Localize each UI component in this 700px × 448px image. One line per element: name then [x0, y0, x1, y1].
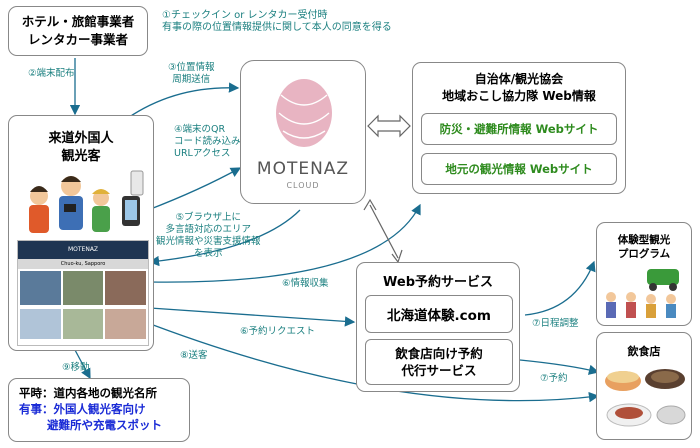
phone-search: Chuo-ku, Sapporo: [18, 259, 148, 269]
destination-emergency-line1: 有事：外国人観光客向け: [19, 402, 146, 416]
municipal-line1: 自治体/観光協会: [474, 72, 564, 86]
phone-tile: [20, 271, 61, 305]
snowmobile-icon: [647, 269, 679, 285]
tourist-illustration: [29, 170, 144, 233]
label-step3: ③位置情報 周期送信: [168, 62, 215, 86]
booking-title: Web予約サービス: [383, 275, 493, 290]
arrow-step5: [148, 209, 301, 267]
municipal-web-box: 自治体/観光協会 地域おこし協力隊 Web情報 防災・避難所情報 Webサイト …: [412, 62, 626, 194]
restaurant-title: 飲食店: [627, 345, 661, 358]
motenaz-logo-icon: [276, 79, 332, 147]
phone-tile: [62, 271, 104, 305]
arrow-step7a: [524, 260, 596, 316]
label-step4-line1: ④端末のQR: [174, 124, 226, 135]
label-step5: ⑤ブラウザ上に 多言語対応のエリア 観光情報や災害支援情報 を表示: [156, 212, 261, 260]
restaurant-box: 飲食店: [596, 332, 692, 440]
label-step8: ⑧送客: [180, 350, 208, 361]
phone-screen: MOTENAZ Chuo-ku, Sapporo: [17, 240, 149, 346]
label-step2: ②端末配布: [28, 68, 75, 79]
hotel-line2: レンタカー事業者: [27, 32, 128, 47]
tourism-site-box: 地元の観光情報 Webサイト: [421, 153, 617, 185]
note-step1: ①チェックイン or レンタカー受付時 有事の際の位置情報提供に関して本人の同意…: [162, 10, 392, 34]
label-step5-line1: ⑤ブラウザ上に: [175, 212, 242, 223]
label-step9: ⑨移動: [62, 362, 90, 373]
destination-box: 平時：道内各地の観光名所 有事：外国人観光客向け 避難所や充電スポット: [8, 378, 190, 442]
web-booking-box: Web予約サービス 北海道体験.com 飲食店向け予約 代行サービス: [356, 262, 520, 392]
label-step3-line2: 周期送信: [172, 74, 211, 85]
phone-tile: [20, 309, 61, 339]
tourist-line2: 観光客: [61, 149, 101, 164]
motenaz-cloud-box: MOTENAZ CLOUD: [240, 60, 366, 204]
phone-tile: [105, 271, 147, 305]
label-step5-line3: 観光情報や災害支援情報: [156, 236, 261, 247]
destination-normal: 平時：道内各地の観光名所: [19, 386, 157, 400]
phone-header-text: MOTENAZ: [67, 246, 99, 253]
phone-tile: [105, 309, 147, 339]
label-step4: ④端末のQR コード読み込み URLアクセス: [174, 124, 241, 160]
arrow-step6a: [149, 203, 421, 283]
hotel-operator-box: ホテル・旅館事業者 レンタカー事業者: [8, 6, 148, 56]
motenaz-name: MOTENAZ: [256, 159, 350, 179]
label-step6a: ⑥情報収集: [282, 278, 329, 289]
experience-title: 体験型観光 プログラム: [597, 233, 691, 261]
arrow-step4: [147, 167, 242, 211]
tourist-line1: 来道外国人: [48, 131, 114, 146]
note-step1-line2: 有事の際の位置情報提供に関して本人の同意を得る: [162, 22, 392, 33]
hokkaido-taiken-box: 北海道体験.com: [365, 295, 513, 333]
phone-search-text: Chuo-ku, Sapporo: [60, 261, 106, 267]
phone-tiles: [18, 269, 148, 307]
disaster-site-box: 防災・避難所情報 Webサイト: [421, 113, 617, 145]
label-step5-line4: を表示: [194, 248, 223, 259]
label-step5-line2: 多言語対応のエリア: [165, 224, 252, 235]
phone-header: MOTENAZ: [18, 241, 148, 259]
label-step4-line3: URLアクセス: [174, 148, 231, 159]
label-step7b: ⑦予約: [540, 373, 568, 384]
phone-tile: [62, 309, 104, 339]
restaurant-booking-box: 飲食店向け予約 代行サービス: [365, 339, 513, 385]
hotel-line1: ホテル・旅館事業者: [21, 14, 135, 29]
experience-line1: 体験型観光: [617, 234, 671, 246]
tourist-title: 来道外国人 観光客: [9, 130, 153, 166]
restaurant-booking-line1: 飲食店向け予約: [395, 346, 483, 361]
municipal-title: 自治体/観光協会 地域おこし協力隊 Web情報: [413, 71, 625, 105]
tourist-box: 来道外国人 観光客 MOTENAZ Chuo-ku, Sapporo: [8, 115, 154, 351]
arrow-step7b: [519, 359, 600, 375]
bowl2-icon: [656, 405, 686, 425]
experience-illustration: [606, 269, 679, 318]
handheld-device-icon: [130, 170, 144, 196]
double-arrow-motenaz-municipal: [367, 114, 411, 138]
arrow-motenaz-booking: [369, 204, 399, 259]
phone-tiles-2: [18, 307, 148, 341]
note-step1-line1: ①チェックイン or レンタカー受付時: [162, 10, 328, 21]
label-step6b: ⑥予約リクエスト: [240, 326, 316, 337]
motenaz-sub: CLOUD: [286, 181, 320, 190]
arrow-step6b: [149, 307, 356, 327]
municipal-line2: 地域おこし協力隊 Web情報: [442, 89, 596, 103]
label-step4-line2: コード読み込み: [174, 136, 241, 147]
people-icons: [606, 292, 676, 318]
destination-emergency-line2: 避難所や充電スポット: [47, 418, 162, 432]
arrow-step9: [74, 349, 91, 380]
label-step7a: ⑦日程調整: [532, 318, 579, 329]
food-illustration: [605, 369, 686, 427]
experience-program-box: 体験型観光 プログラム: [596, 222, 692, 326]
restaurant-booking-line2: 代行サービス: [401, 363, 477, 378]
experience-line2: プログラム: [617, 248, 671, 260]
label-step3-line1: ③位置情報: [168, 62, 215, 73]
